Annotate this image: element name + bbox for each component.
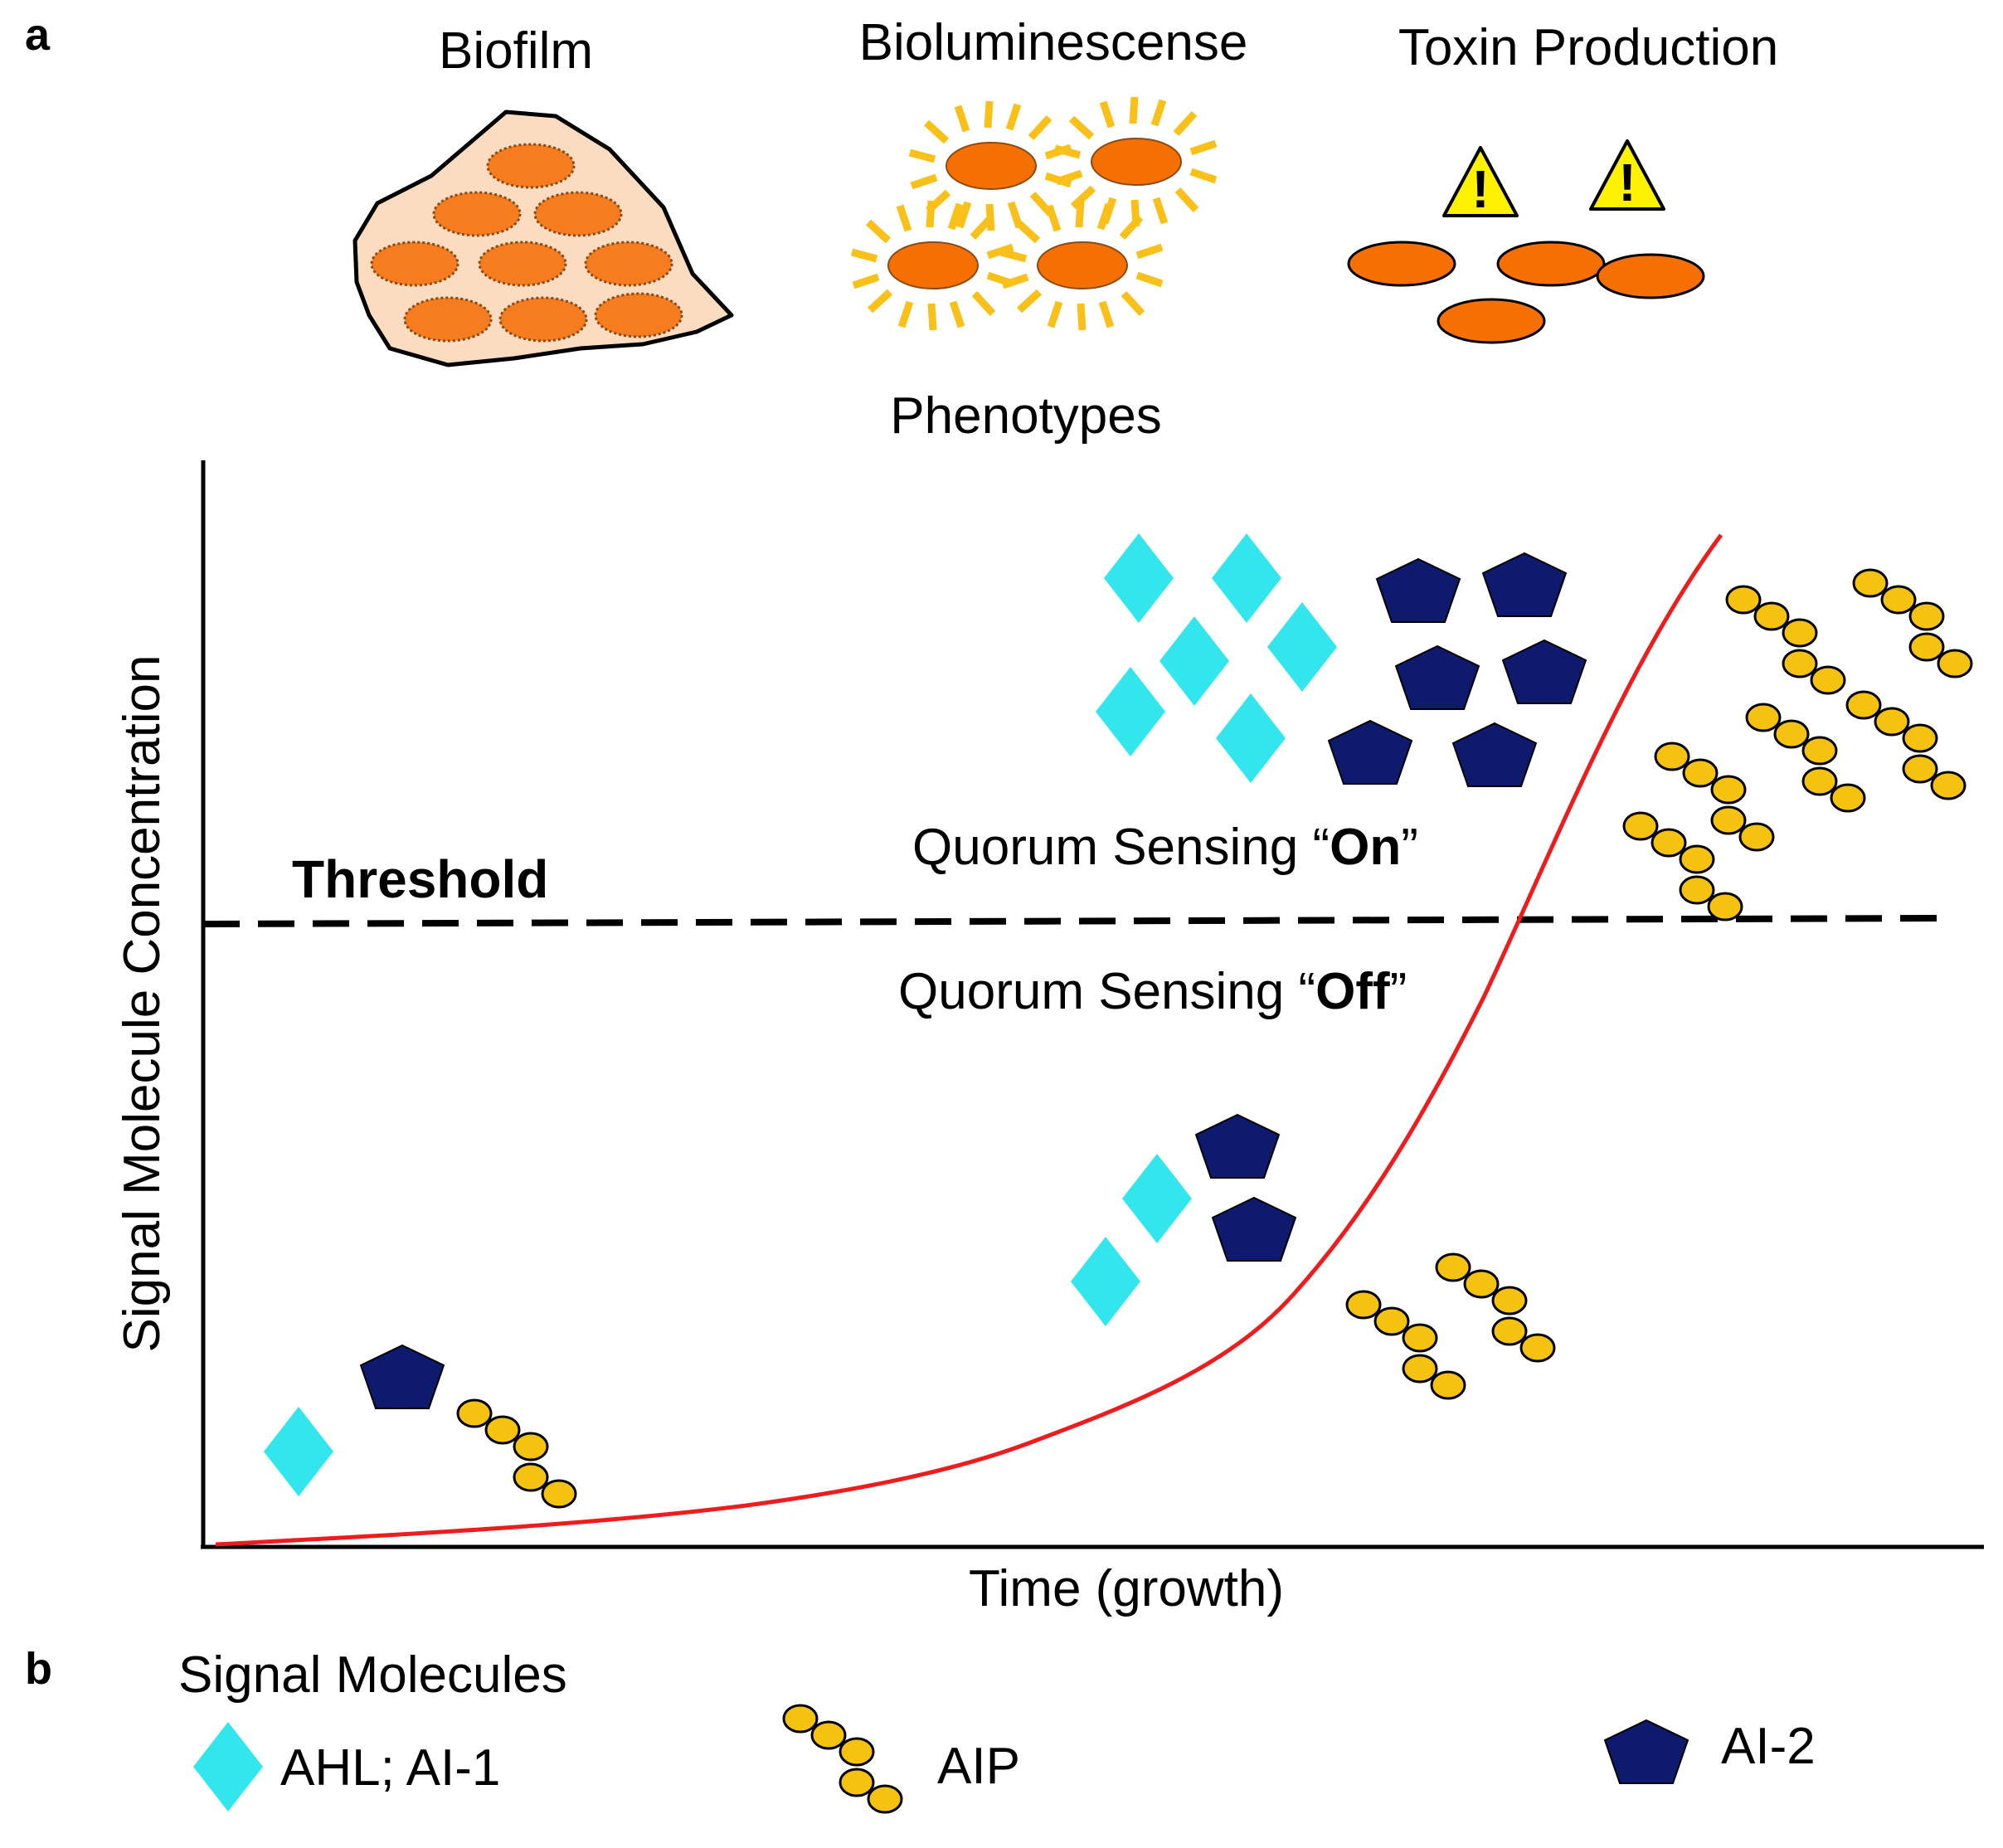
aip-molecule [1435, 1252, 1556, 1363]
ai2-molecule [360, 1345, 445, 1409]
bioluminescence-illustration [852, 97, 1216, 330]
threshold-label: Threshold [292, 849, 548, 909]
biofilm-illustration [352, 109, 734, 367]
ai2-legend-icon [1604, 1719, 1689, 1784]
toxin-production-title: Toxin Production [1398, 19, 1778, 76]
ahl-legend-icon [193, 1722, 263, 1812]
ahl-molecule [1104, 533, 1174, 623]
ahl-molecule [1122, 1154, 1192, 1243]
quorum-sensing-on-label: Quorum Sensing “On” [912, 819, 1418, 876]
quorum-sensing-off-label: Quorum Sensing “Off” [898, 963, 1407, 1020]
ahl-molecule [1216, 693, 1286, 783]
ai2-molecule [1376, 558, 1461, 623]
ahl-molecule [1071, 1237, 1140, 1326]
plot-axes [201, 460, 1984, 1549]
y-axis-label: Signal Molecule Concentration [114, 655, 171, 1353]
aip-molecule [1725, 585, 1846, 695]
aip-molecule [456, 1398, 577, 1509]
low-concentration-molecules [264, 1345, 577, 1509]
toxin-illustration [1347, 139, 1705, 344]
legend-ai2-label: AI-2 [1721, 1718, 1816, 1775]
biofilm-title: Biofilm [439, 22, 593, 80]
ai2-molecule [1502, 640, 1587, 704]
panel-b-label: b [25, 1644, 52, 1694]
aip-molecule [1745, 703, 1866, 813]
bioluminescence-title: Bioluminescense [859, 14, 1248, 71]
ahl-molecule [1160, 616, 1229, 706]
legend-ahl: AHL; AI-1 [193, 1722, 500, 1812]
ai2-molecule [1482, 552, 1567, 617]
ai2-molecule [1212, 1197, 1296, 1262]
ahl-molecule [1212, 533, 1281, 623]
x-axis-label: Time (growth) [969, 1560, 1284, 1617]
aip-molecule [1345, 1290, 1466, 1400]
legend-aip-label: AIP [937, 1738, 1020, 1795]
ai2-molecule [1195, 1114, 1280, 1179]
warning-icon [1589, 139, 1665, 214]
medium-concentration-molecules [1071, 1114, 1556, 1400]
ahl-molecule [264, 1407, 333, 1496]
ai2-molecule [1452, 722, 1537, 787]
aip-legend-icon [782, 1704, 903, 1814]
legend-title: Signal Molecules [178, 1646, 567, 1704]
aip-molecule [1845, 690, 1967, 800]
panel-a-label: a [25, 10, 51, 60]
legend-aip: AIP [782, 1704, 1020, 1814]
warning-icon [1442, 146, 1519, 221]
legend-ai2: AI-2 [1604, 1718, 1816, 1784]
legend-ahl-label: AHL; AI-1 [280, 1739, 500, 1797]
aip-molecule [1852, 568, 1973, 678]
phenotypes-heading: Phenotypes [890, 387, 1161, 445]
ahl-molecule [1267, 602, 1337, 692]
threshold-line [202, 915, 1946, 927]
growth-curve [215, 533, 1723, 1547]
ai2-molecule [1328, 720, 1412, 785]
ai2-molecule [1395, 645, 1480, 710]
ahl-molecule [1096, 667, 1165, 756]
